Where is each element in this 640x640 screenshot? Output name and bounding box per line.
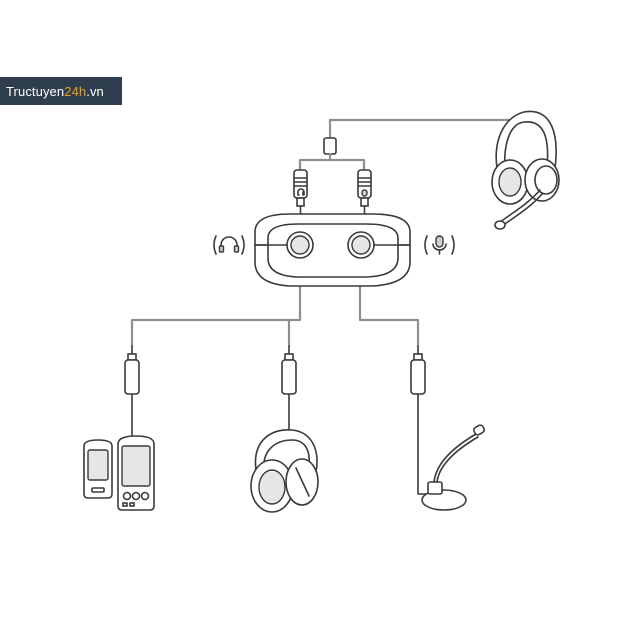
usb-headset: [491, 110, 560, 230]
headphones-plug: [281, 345, 297, 395]
desktop-speakers: [83, 345, 155, 511]
over-ear-headphones: [250, 345, 319, 513]
audio-splitter-hub: [254, 213, 411, 287]
cable-headset-to-splitter: [298, 118, 516, 172]
headphone-output-jack: [254, 231, 314, 259]
cable-splitter-to-microphone: [358, 268, 420, 348]
microphone-plug: [410, 345, 426, 395]
watermark-text-accent: 24h: [64, 83, 87, 99]
desk-microphone: [410, 345, 486, 511]
speaker-plug: [124, 345, 140, 395]
headphone-icon: [213, 235, 245, 255]
microphone-icon: [424, 235, 455, 255]
cable-splitter-to-speakers-and-headphones: [130, 268, 302, 348]
watermark-text-domain: .vn: [86, 83, 104, 99]
headset-headphone-plug: [293, 169, 308, 223]
microphone-input-jack: [347, 231, 411, 259]
watermark-text-part1: Tructuyen: [6, 83, 65, 99]
headset-microphone-plug: [357, 169, 372, 223]
